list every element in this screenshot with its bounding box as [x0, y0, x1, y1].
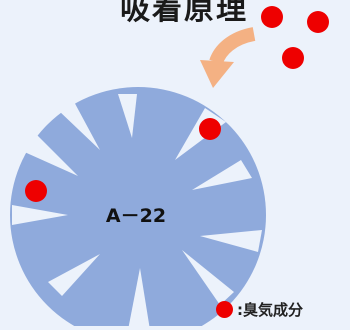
legend-label: :臭気成分	[237, 301, 303, 319]
odor-molecule-icon	[25, 180, 47, 202]
pore	[48, 254, 100, 296]
pore	[128, 268, 150, 330]
particle-label: A－22	[106, 205, 166, 227]
pore	[58, 98, 100, 150]
odor-molecule-icon	[199, 118, 221, 140]
odor-molecule-icon	[307, 11, 329, 33]
odor-molecules	[25, 6, 329, 202]
curved-arrow-icon	[200, 27, 256, 88]
odor-molecule-icon	[216, 301, 233, 318]
pore	[20, 132, 78, 176]
pore	[192, 160, 252, 190]
legend: :臭気成分	[216, 299, 303, 320]
pore	[118, 94, 137, 138]
pore	[200, 230, 262, 252]
adsorbent-particle: A－22	[10, 87, 266, 330]
pore	[182, 250, 234, 305]
pore	[12, 205, 68, 225]
diagram-title: 吸着原理	[120, 0, 248, 27]
odor-molecule-icon	[282, 47, 304, 69]
odor-molecule-icon	[261, 6, 283, 28]
